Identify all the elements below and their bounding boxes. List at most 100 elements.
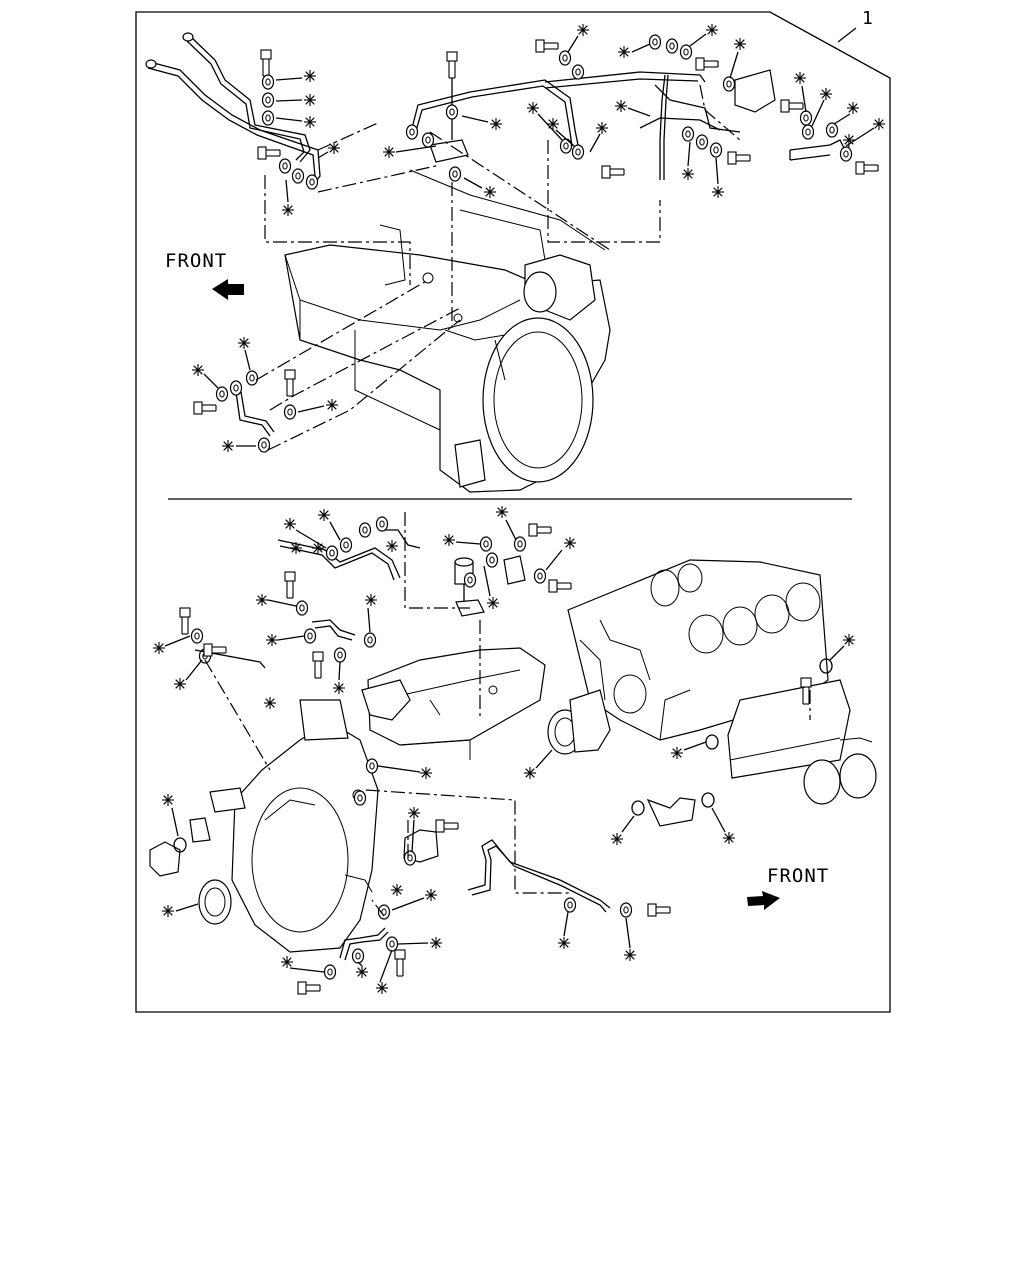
bolt-top-7 xyxy=(855,161,879,175)
bolt-bottom-10 xyxy=(647,903,671,917)
fuel-pipe-right-top xyxy=(639,74,846,180)
bolt-top-5 xyxy=(695,57,719,71)
washer-top-11 xyxy=(558,50,572,66)
front-label-bottom: FRONT xyxy=(767,865,829,887)
bolt-top-1 xyxy=(260,49,272,77)
washer-bottom-16 xyxy=(353,790,367,806)
bolt-top-11 xyxy=(284,369,296,397)
washer-bottom-8 xyxy=(339,537,353,553)
bolt-bottom-4 xyxy=(312,651,324,679)
callout-leader xyxy=(837,27,857,43)
gear-case xyxy=(361,647,546,760)
washer-top-15 xyxy=(679,44,693,60)
washer-bottom-10 xyxy=(375,516,389,532)
washer-top-17 xyxy=(799,110,813,126)
front-arrow-bottom-icon xyxy=(747,891,780,910)
bolt-bottom-9 xyxy=(297,981,321,995)
bolt-bottom-5 xyxy=(528,523,552,537)
washer-bottom-21 xyxy=(323,964,337,980)
washer-bottom-6 xyxy=(363,632,377,648)
top-view: FRONT xyxy=(145,23,886,493)
bolt-top-9 xyxy=(727,151,751,165)
washer-top-5 xyxy=(291,168,305,184)
washer-bottom-14 xyxy=(533,568,547,584)
washer-bottom-23 xyxy=(619,902,633,918)
washer-top-22 xyxy=(571,144,585,160)
front-label-top: FRONT xyxy=(165,250,227,272)
washer-bottom-17 xyxy=(403,850,417,866)
washer-top-9 xyxy=(405,124,419,140)
bolt-top-4 xyxy=(535,39,559,53)
washer-bottom-7 xyxy=(325,545,339,561)
washer-top-24 xyxy=(695,134,709,150)
fuel-pipe-lower-top xyxy=(235,391,275,437)
washer-top-21 xyxy=(559,138,573,154)
oring-bottom-6 xyxy=(365,758,379,774)
oil-cooler xyxy=(727,679,877,805)
bolt-bottom-6 xyxy=(548,579,572,593)
washer-top-28 xyxy=(245,370,259,386)
front-arrow-top-icon xyxy=(212,279,244,300)
washer-top-10 xyxy=(421,132,435,148)
flywheel-housing-bottom xyxy=(189,699,379,953)
diagram-frame xyxy=(135,11,891,1013)
washer-top-2 xyxy=(261,92,275,108)
asterisk-leaders-top xyxy=(203,33,875,447)
fuel-pipe-bottom-right xyxy=(467,839,611,913)
washer-top-12 xyxy=(571,64,585,80)
bracket-rod xyxy=(194,649,266,669)
washer-top-8 xyxy=(448,166,462,182)
washer-top-19 xyxy=(825,122,839,138)
bolt-bottom-7 xyxy=(435,819,459,833)
washer-top-29 xyxy=(283,404,297,420)
washer-bottom-5 xyxy=(333,647,347,663)
washer-bottom-22 xyxy=(563,897,577,913)
washer-bottom-9 xyxy=(358,522,372,538)
washer-top-4 xyxy=(278,158,292,174)
fitting-block-right-top xyxy=(734,69,776,113)
washer-top-3 xyxy=(261,110,275,126)
washer-top-27 xyxy=(229,380,243,396)
fuel-pipe-left-top xyxy=(145,32,321,187)
washer-top-20 xyxy=(839,146,853,162)
flywheel-housing-top xyxy=(284,169,611,493)
washer-bottom-15 xyxy=(463,572,477,588)
washer-bottom-1 xyxy=(295,600,309,616)
fuel-pipe-center-top xyxy=(411,71,706,147)
washer-top-23 xyxy=(681,126,695,142)
washer-top-16 xyxy=(722,76,736,92)
washer-bottom-4 xyxy=(303,628,317,644)
washer-top-25 xyxy=(709,142,723,158)
water-pipe-bottom xyxy=(646,797,696,827)
front-oil-seal xyxy=(547,689,611,755)
bottom-view: FRONT xyxy=(149,505,877,995)
washer-top-18 xyxy=(801,124,815,140)
rear-cover xyxy=(149,841,181,877)
washer-top-30 xyxy=(257,437,271,453)
bolt-top-8 xyxy=(601,165,625,179)
washer-top-7 xyxy=(445,104,459,120)
washer-top-6 xyxy=(305,174,319,190)
callout-number: 1 xyxy=(862,8,873,29)
fitting-bottom-1 xyxy=(503,555,526,585)
block-fitting-top xyxy=(429,139,469,163)
washer-bottom-19 xyxy=(385,936,399,952)
bolt-top-3 xyxy=(446,51,458,79)
washer-bottom-11 xyxy=(479,536,493,552)
bolt-top-2 xyxy=(257,146,281,160)
washer-bottom-2 xyxy=(190,628,204,644)
oring-bottom-4 xyxy=(701,792,715,808)
washer-bottom-12 xyxy=(485,552,499,568)
bolt-top-10 xyxy=(193,401,217,415)
bolt-bottom-1 xyxy=(284,571,296,599)
washer-top-1 xyxy=(261,74,275,90)
rear-oil-seal xyxy=(198,879,232,925)
washer-bottom-18 xyxy=(377,904,391,920)
bolt-bottom-2 xyxy=(179,607,191,635)
fuel-pipe-bottom-left xyxy=(339,927,389,961)
bolt-bottom-8 xyxy=(394,949,406,977)
asterisk-leaders-bottom xyxy=(164,519,845,983)
oring-bottom-2 xyxy=(705,734,719,750)
oring-bottom-3 xyxy=(631,800,645,816)
